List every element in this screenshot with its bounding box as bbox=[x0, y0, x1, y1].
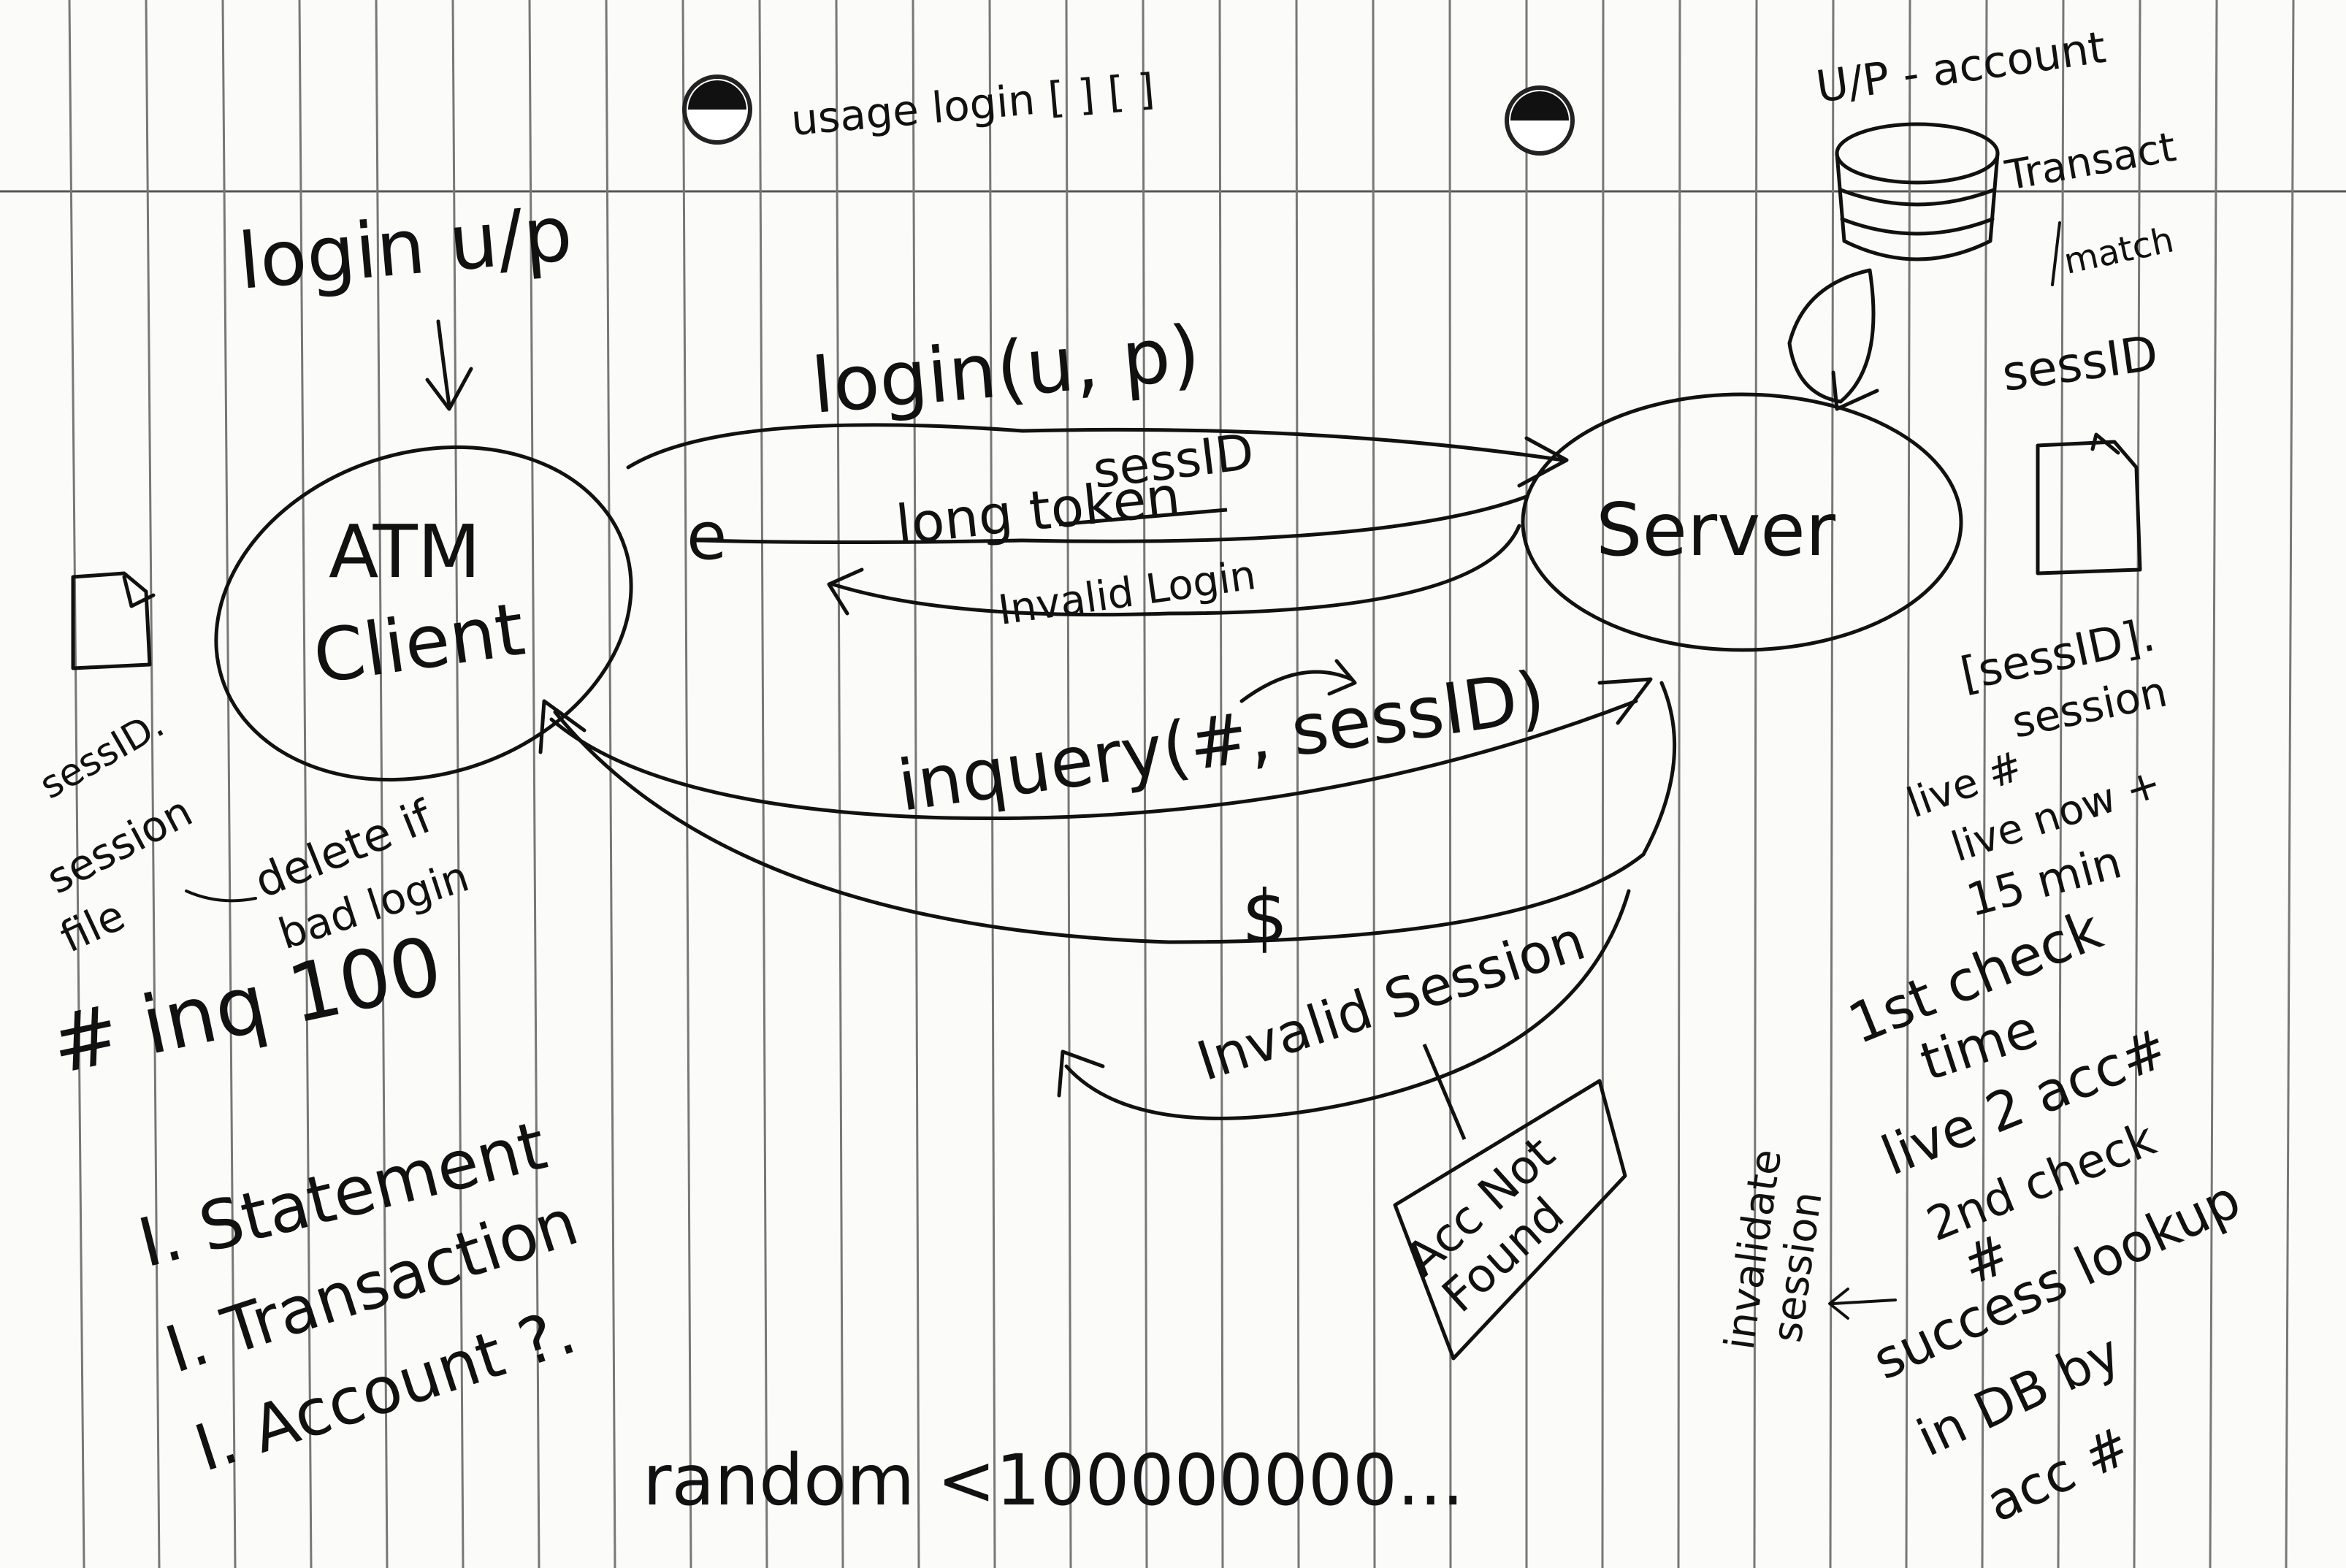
dollar-response-arrowhead bbox=[538, 699, 586, 754]
db-server-loop bbox=[1787, 268, 1876, 404]
param-swap-arrow bbox=[1239, 670, 1353, 703]
invalid-login-arrowhead bbox=[827, 567, 864, 616]
input-arrow-shaft bbox=[436, 319, 451, 408]
atm-input-label: login u/p bbox=[235, 188, 576, 306]
db-server-arrowhead bbox=[1831, 370, 1879, 411]
db-label-account: U/P - account bbox=[1813, 22, 2109, 113]
invalidate-arrowhead bbox=[1828, 1288, 1849, 1320]
db-label-match: match bbox=[2060, 219, 2177, 282]
invalid-login-arrow bbox=[830, 524, 1521, 617]
server-label: Server bbox=[1596, 487, 1836, 573]
token-return-arrow bbox=[699, 494, 1529, 544]
server-node bbox=[1521, 392, 1963, 652]
db-label-transact: Transact bbox=[2001, 123, 2179, 200]
dollar-response-arrow bbox=[553, 681, 1677, 944]
atm-client-node bbox=[214, 445, 633, 782]
binder-hole-left bbox=[682, 74, 752, 145]
token-return-arrowhead: e bbox=[687, 498, 727, 575]
sessid-over-label: sessID bbox=[1090, 424, 1257, 500]
login-arrow bbox=[626, 423, 1565, 470]
acc-not-found-connector bbox=[1422, 1044, 1467, 1140]
ruled-lines bbox=[68, 0, 2295, 1568]
database-icon bbox=[1835, 122, 2000, 261]
atm-label-line2: Client bbox=[308, 586, 530, 700]
inquery-arrowhead bbox=[1597, 677, 1653, 725]
param-swap-arrowhead bbox=[1327, 659, 1357, 696]
invalid-session-arrowhead bbox=[1057, 1049, 1105, 1098]
client-session-file-icon bbox=[71, 571, 156, 670]
match-arrow bbox=[2051, 221, 2061, 286]
acc-not-found-box bbox=[1393, 1079, 1627, 1361]
header-note: usage login [ ] [ ] bbox=[789, 64, 1156, 145]
atm-label-line1: ATM bbox=[329, 509, 481, 594]
server-session-file-icon bbox=[2036, 432, 2142, 575]
inquery-arrow bbox=[549, 699, 1638, 821]
input-arrow-head bbox=[425, 367, 473, 411]
delete-note-pointer bbox=[185, 890, 257, 903]
login-arrowhead bbox=[1517, 436, 1569, 488]
invalidate-arrow bbox=[1832, 1299, 1897, 1305]
session-file-line1: sessID. bbox=[33, 703, 172, 808]
server-sessid-label: sessID bbox=[1999, 325, 2162, 402]
session-file-line2: session bbox=[39, 787, 200, 904]
invalid-login-label: Invalid Login bbox=[996, 551, 1259, 635]
random-note: random <100000000... bbox=[643, 1439, 1464, 1521]
binder-hole-right bbox=[1505, 85, 1575, 156]
invalid-session-arrow bbox=[1064, 889, 1631, 1120]
dollar-label: $ bbox=[1242, 874, 1288, 960]
token-strike bbox=[1058, 508, 1228, 527]
